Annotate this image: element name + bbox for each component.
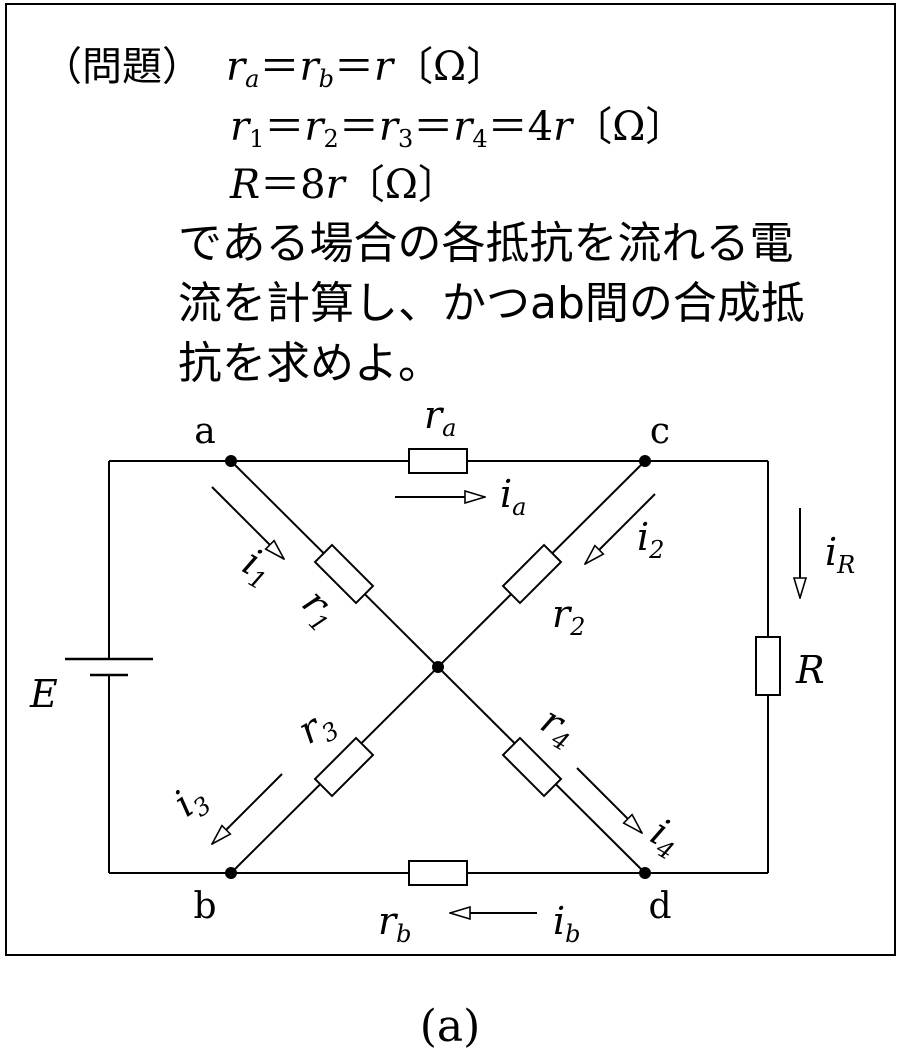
node-c-dot: [639, 455, 651, 467]
battery-symbol: [65, 657, 153, 677]
eq2-equals-1: ＝: [264, 104, 305, 150]
node-label-a: a: [194, 411, 215, 452]
eq2-unit: 〔Ω〕: [572, 104, 686, 150]
eq2-sub-3: 3: [397, 125, 414, 154]
eq2-coef: 4: [527, 104, 554, 150]
eq2-sub-2: 2: [323, 125, 339, 154]
label-r2-sub: 2: [569, 613, 585, 641]
question-line-1: である場合の各抵抗を流れる電: [178, 218, 794, 269]
question-line-3: 抗を求めよ。: [178, 338, 442, 389]
label-ib-sub: b: [565, 920, 580, 948]
label-ra-var: r: [424, 393, 445, 437]
node-a-dot: [225, 455, 237, 467]
eq1-equals: ＝: [259, 44, 300, 90]
label-i2-sub: 2: [648, 536, 664, 564]
equation-3: R＝8r〔Ω〕: [230, 165, 458, 205]
label-R: R: [795, 648, 825, 692]
resistor-r4: [501, 736, 563, 798]
label-ia-var: i: [500, 472, 512, 516]
resistor-rb: [408, 860, 468, 886]
eq2-var-2: r: [304, 104, 324, 150]
label-r4-group: r4: [531, 698, 584, 757]
current-arrow-i2: [585, 493, 656, 564]
node-b-dot: [225, 867, 237, 879]
node-label-d: d: [648, 886, 671, 927]
eq1-var-r: r: [373, 44, 394, 90]
label-i4: i4: [641, 810, 689, 866]
eq2-var-3: r: [378, 104, 398, 150]
eq2-var-1: r: [230, 104, 250, 150]
node-center-dot: [432, 661, 444, 673]
eq1-var-a: r: [226, 44, 246, 90]
eq3-unit: 〔Ω〕: [344, 162, 458, 208]
label-r3-group: r3: [291, 698, 344, 757]
label-iR: iR: [825, 530, 855, 579]
eq1-sub-a: a: [245, 65, 260, 94]
label-i3-group: i3: [166, 774, 217, 830]
current-arrow-i1: [211, 486, 284, 559]
equation-1: ra＝rb＝r〔Ω〕: [226, 47, 506, 91]
eq1-equals-2: ＝: [333, 44, 374, 90]
resistor-r3: [313, 736, 375, 798]
label-i2: i2: [637, 515, 664, 564]
label-i4-group: i4: [641, 810, 689, 866]
problem-heading: （問題）: [42, 44, 202, 90]
node-label-b: b: [193, 886, 216, 927]
eq2-var-4: r: [453, 104, 473, 150]
node-label-c: c: [650, 411, 670, 452]
eq3-var-R: R: [230, 162, 261, 208]
label-r2-var: r: [552, 592, 573, 636]
resistor-R: [755, 636, 781, 696]
eq2-sub-1: 1: [249, 125, 265, 154]
resistor-r1: [313, 543, 375, 605]
eq2-equals-4: ＝: [487, 104, 528, 150]
eq1-var-b: r: [299, 44, 319, 90]
eq2-sub-4: 4: [472, 125, 488, 154]
label-ra-sub: a: [442, 414, 456, 442]
label-r1-group: r1: [290, 580, 348, 638]
problem-frame: [5, 3, 896, 956]
label-r3: r3: [291, 698, 344, 757]
eq2-var-r: r: [553, 104, 573, 150]
eq1-sub-b: b: [318, 65, 334, 94]
label-i3: i3: [166, 774, 217, 830]
equation-2: r1＝r2＝r3＝r4＝4r〔Ω〕: [230, 107, 685, 151]
label-ia-sub: a: [512, 493, 526, 521]
label-ib-var: i: [553, 899, 565, 943]
label-r1: r1: [290, 580, 348, 638]
figure-caption: (a): [419, 1001, 481, 1052]
label-ra: ra: [424, 393, 456, 442]
label-r2: r2: [552, 592, 585, 641]
label-ib: ib: [553, 899, 581, 948]
label-i2-var: i: [637, 515, 649, 559]
eq3-coef: 8: [300, 162, 326, 208]
eq2-equals-3: ＝: [413, 104, 454, 150]
resistor-ra: [408, 448, 468, 474]
label-ia: ia: [500, 472, 526, 521]
current-arrow-i3: [212, 773, 283, 844]
eq3-equals: ＝: [260, 162, 301, 208]
current-arrow-i4: [576, 767, 642, 833]
source-label-E: E: [29, 672, 58, 716]
node-d-dot: [639, 867, 651, 879]
question-line-2: 流を計算し、かつab間の合成抵: [178, 278, 805, 329]
label-rb: rb: [378, 899, 412, 948]
label-r4: r4: [531, 698, 584, 757]
eq3-var-r: r: [325, 162, 345, 208]
label-rb-sub: b: [396, 920, 411, 948]
label-iR-sub: R: [836, 551, 855, 579]
eq1-unit: 〔Ω〕: [393, 44, 507, 90]
label-rb-var: r: [378, 899, 399, 943]
eq2-equals-2: ＝: [338, 104, 379, 150]
resistor-r2: [501, 543, 563, 605]
label-iR-var: i: [825, 530, 837, 574]
